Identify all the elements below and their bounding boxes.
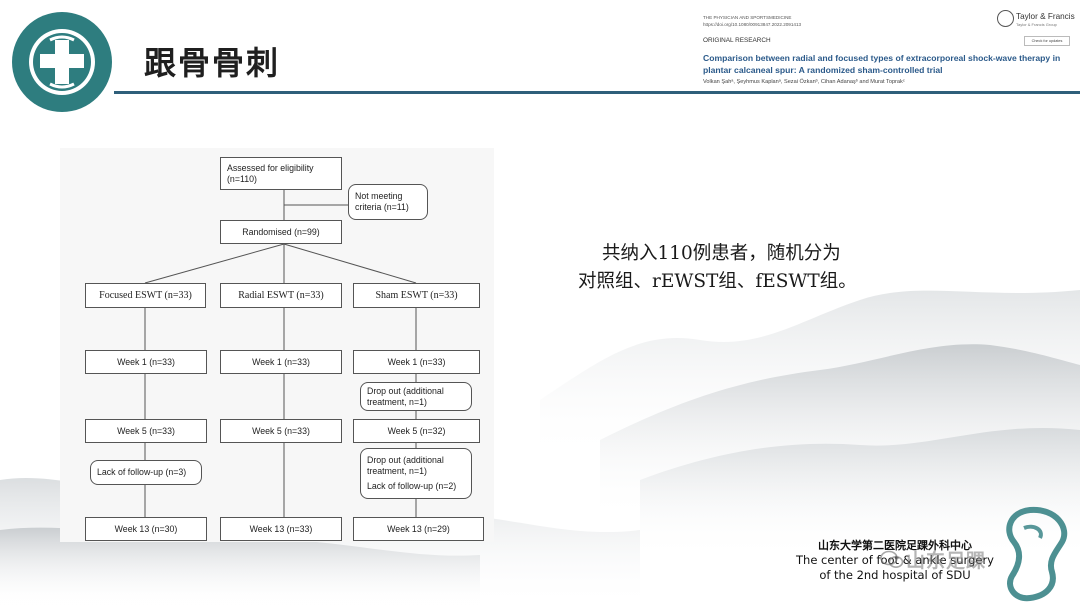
box-sham-week5: Week 5 (n=32): [353, 419, 480, 443]
box-focused-week5: Week 5 (n=33): [85, 419, 207, 443]
box-radial-eswt: Radial ESWT (n=33): [220, 283, 342, 308]
box-focused-lost: Lack of follow-up (n=3): [90, 460, 202, 485]
box-randomised: Randomised (n=99): [220, 220, 342, 244]
box-sham-week1: Week 1 (n=33): [353, 350, 480, 374]
box-focused-week13: Week 13 (n=30): [85, 517, 207, 541]
box-sham-dropout-2: Drop out (additional treatment, n=1) Lac…: [360, 448, 472, 499]
description-text: 共纳入110例患者，随机分为 对照组、rEWST组、fESWT组。: [578, 240, 918, 296]
sham-dropout-text: Drop out (additional treatment, n=1): [367, 455, 471, 477]
box-focused-week1: Week 1 (n=33): [85, 350, 207, 374]
box-focused-eswt: Focused ESWT (n=33): [85, 283, 206, 308]
journal-name: THE PHYSICIAN AND SPORTSMEDICINE: [703, 15, 792, 20]
publisher-sub: Taylor & Francis Group: [1016, 22, 1057, 27]
box-radial-week1: Week 1 (n=33): [220, 350, 342, 374]
paper-section: ORIGINAL RESEARCH: [703, 37, 771, 44]
check-updates-button[interactable]: Check for updates: [1024, 36, 1070, 46]
box-assessed: Assessed for eligibility (n=110): [220, 157, 342, 190]
box-not-meeting: Not meeting criteria (n=11): [348, 184, 428, 220]
paper-title: Comparison between radial and focused ty…: [703, 52, 1075, 76]
paper-header: THE PHYSICIAN AND SPORTSMEDICINE https:/…: [700, 8, 1075, 88]
box-radial-week5: Week 5 (n=33): [220, 419, 342, 443]
watermark-text: 山东足踝: [906, 546, 986, 573]
paper-doi: https://doi.org/10.1080/00913847.2022.20…: [703, 22, 801, 27]
sham-lost-text: Lack of follow-up (n=2): [367, 481, 456, 492]
header-divider: [114, 91, 1080, 94]
description-line-1: 共纳入110例患者，随机分为: [578, 240, 918, 268]
consort-flowchart: Assessed for eligibility (n=110) Not mee…: [60, 148, 494, 542]
publisher-icon: [997, 10, 1014, 27]
box-sham-eswt: Sham ESWT (n=33): [353, 283, 480, 308]
wechat-icon: [880, 550, 904, 570]
box-sham-week13: Week 13 (n=29): [353, 517, 484, 541]
box-sham-dropout-1: Drop out (additional treatment, n=1): [360, 382, 472, 411]
publisher-logo: Taylor & Francis Taylor & Francis Group: [996, 10, 1072, 32]
publisher-name: Taylor & Francis: [1016, 12, 1075, 21]
page-title: 跟骨骨刺: [144, 38, 280, 84]
hospital-logo: [10, 10, 114, 114]
description-line-2: 对照组、rEWST组、fESWT组。: [578, 268, 918, 296]
foot-ankle-logo: [1000, 506, 1070, 602]
paper-authors: Volkan Şahᵃ, Şeyhmus Kaplanᵃ, Sezai Özka…: [703, 79, 905, 85]
box-radial-week13: Week 13 (n=33): [220, 517, 342, 541]
